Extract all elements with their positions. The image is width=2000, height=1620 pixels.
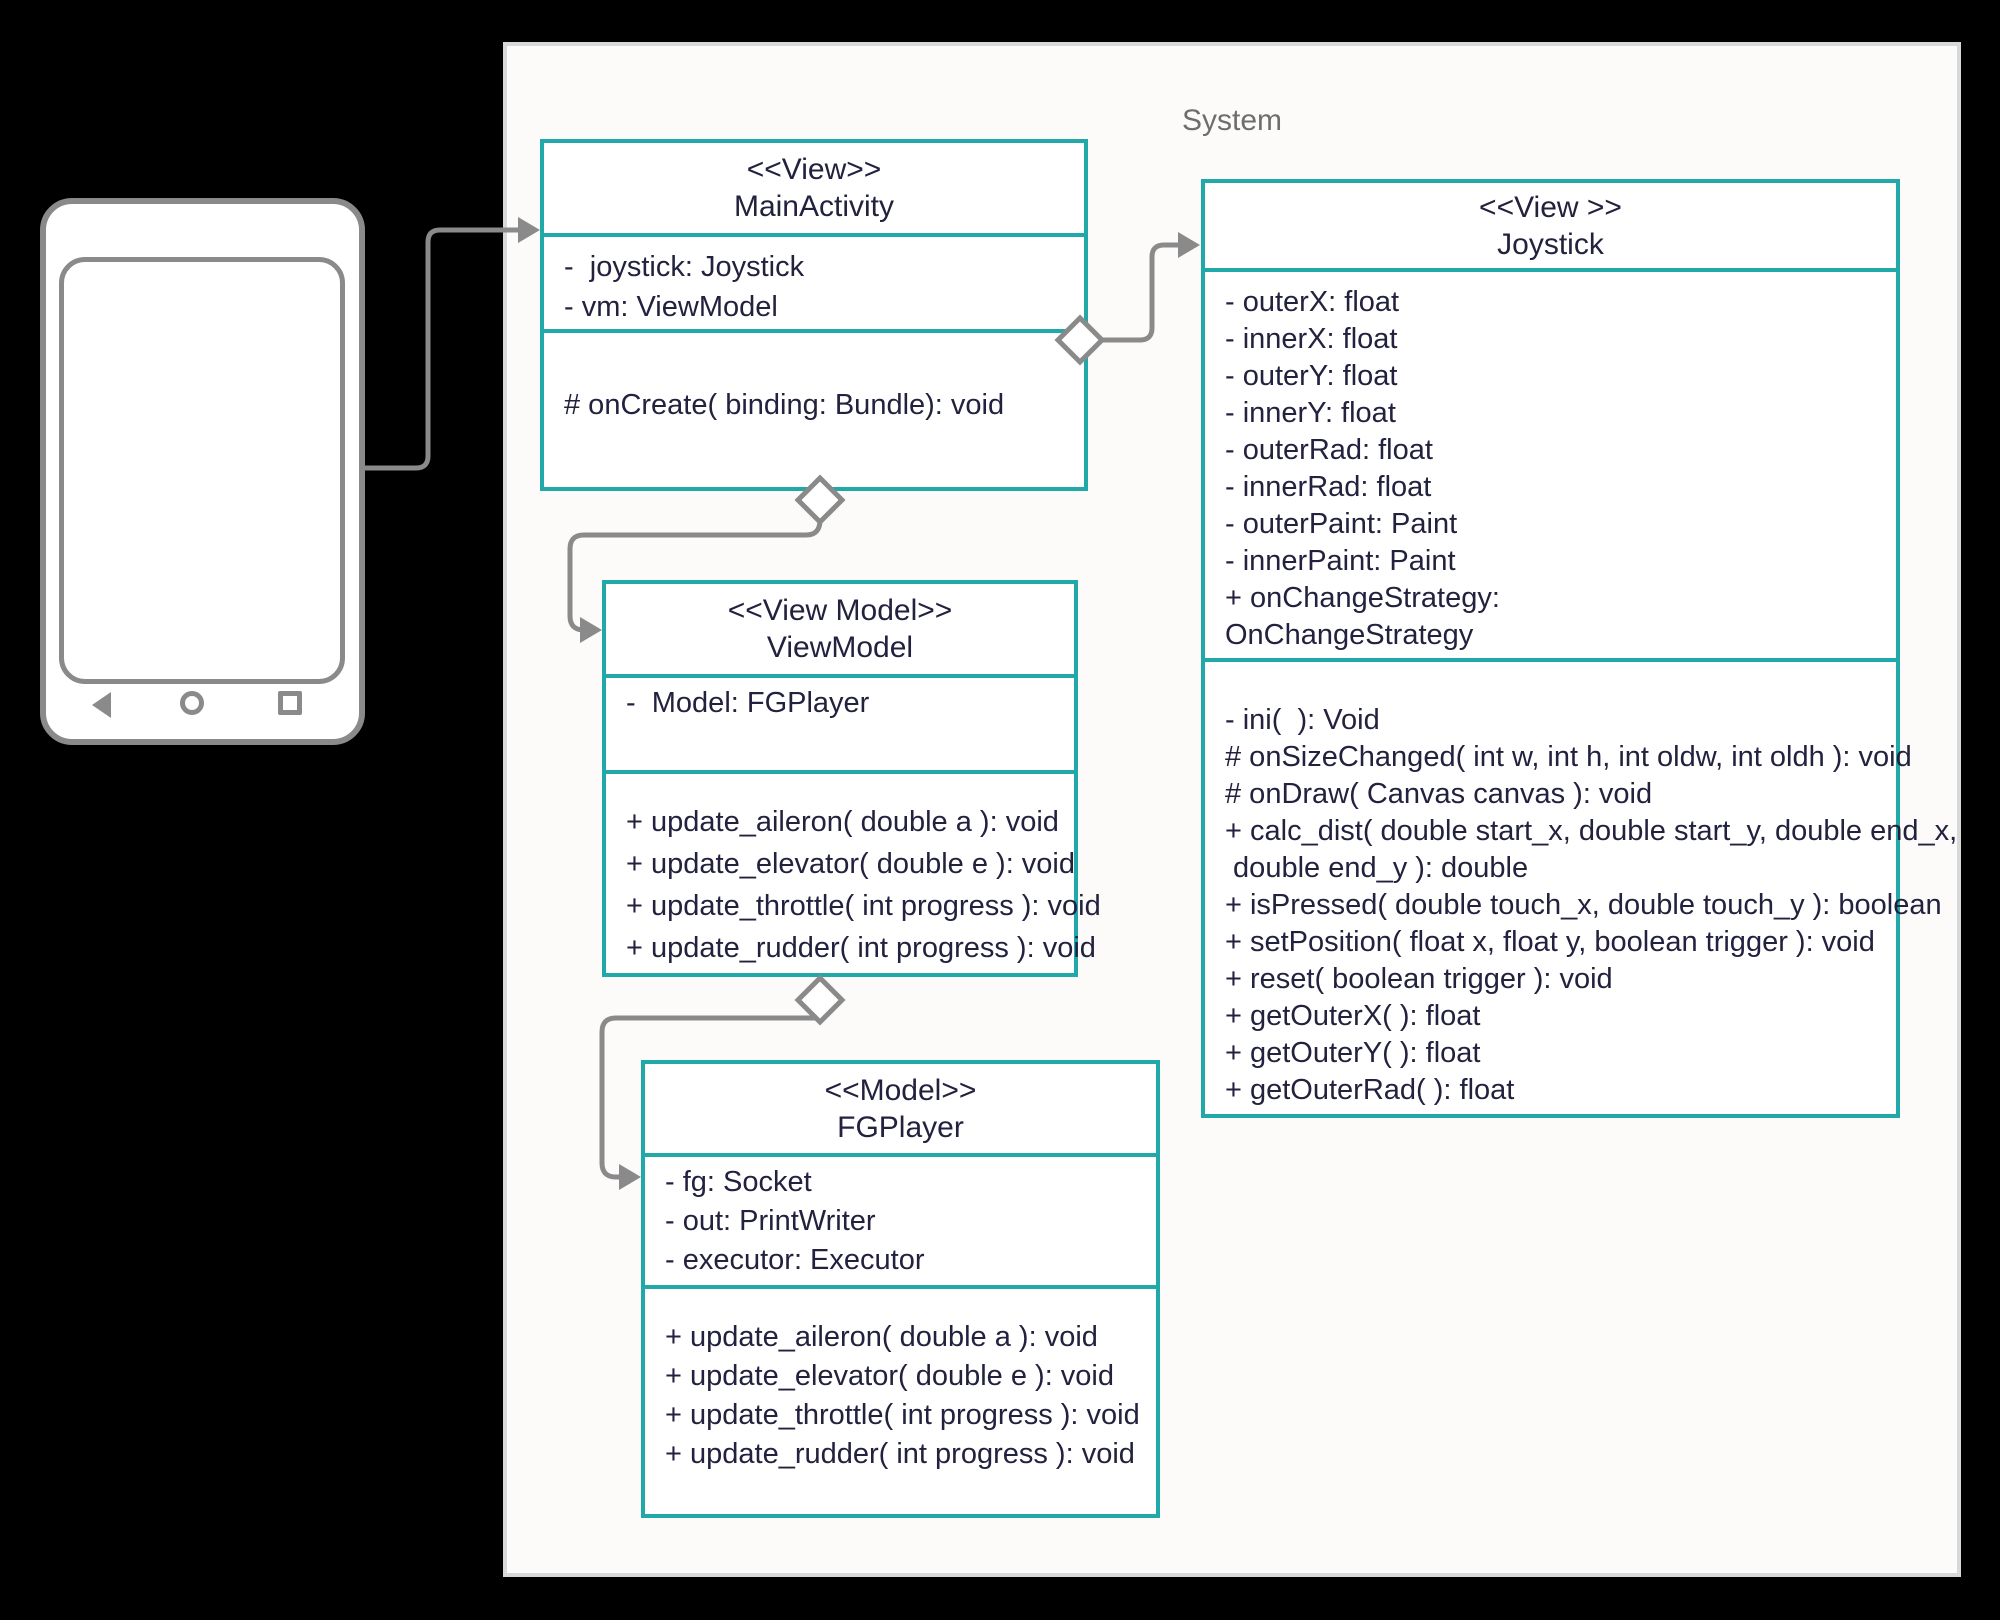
member-line: + update_aileron( double a ): void [626,806,1059,838]
class-attributes: - Model: FGPlayer [606,674,1074,770]
class-attributes: - fg: Socket - out: PrintWriter - executor… [645,1153,1156,1285]
phone-device[interactable] [40,198,365,745]
class-name: ViewModel [766,631,914,664]
class-box-viewmodel[interactable]: <<View Model>> ViewModel - Model: FGPlay… [602,580,1101,977]
class-stereotype: <<View>> [746,153,882,186]
class-name: MainActivity [733,190,895,223]
member-line: + getOuterX( ): float [1225,1000,1481,1032]
class-title-section: <<Model>> FGPlayer [645,1064,1156,1153]
member-line: OnChangeStrategy [1225,619,1474,651]
member-line: + update_throttle( int progress ): void [665,1399,1140,1431]
member-line: + update_elevator( double e ): void [626,848,1076,880]
class-title-section: <<View >> Joystick [1205,183,1896,268]
member-line: - Model: FGPlayer [626,687,870,719]
class-name: Joystick [1497,227,1604,261]
class-stereotype: <<Model>> [824,1073,977,1107]
class-attributes: - joystick: Joystick - vm: ViewModel [544,233,1084,329]
member-line: + update_rudder( int progress ): void [626,932,1096,964]
member-line: - ini( ): Void [1225,704,1380,736]
class-box-mainactivity[interactable]: <<View>> MainActivity - joystick: Joysti… [540,139,1088,491]
member-line: - innerPaint: Paint [1225,545,1456,577]
phone-screen [59,257,345,684]
member-line: - outerRad: float [1225,434,1433,466]
class-methods: # onCreate( binding: Bundle): void [544,329,1084,487]
member-line: + update_rudder( int progress ): void [665,1438,1135,1470]
recents-icon [278,691,302,715]
member-line: # onSizeChanged( int w, int h, int oldw,… [1225,741,1912,773]
connector-phone-mainactivity[interactable] [365,227,520,471]
member-line: - outerPaint: Paint [1225,508,1458,540]
back-icon [92,692,111,718]
class-name: FGPlayer [837,1110,964,1144]
class-methods: + update_aileron( double a ): void + upda… [645,1285,1156,1514]
member-line: + reset( boolean trigger ): void [1225,963,1613,995]
member-line: - joystick: Joystick [564,251,805,283]
class-methods: - ini( ): Void # onSizeChanged( int w, in… [1205,658,1958,1114]
member-line: + setPosition( float x, float y, boolean… [1225,926,1875,958]
class-stereotype: <<View >> [1479,190,1622,224]
member-line: - innerRad: float [1225,471,1432,503]
class-attributes: - outerX: float - innerX: float - outerY: … [1205,268,1896,658]
class-stereotype: <<View Model>> [727,594,953,627]
class-box-fgplayer[interactable]: <<Model>> FGPlayer - fg: Socket - out: Pr… [641,1060,1160,1518]
system-label: System [1181,104,1283,137]
member-line: - outerX: float [1225,286,1400,318]
class-title-section: <<View>> MainActivity [544,143,1084,233]
member-line: - out: PrintWriter [665,1205,876,1237]
member-line: - vm: ViewModel [564,291,778,323]
member-line: + calc_dist( double start_x, double star… [1225,815,1958,847]
member-line: + isPressed( double touch_x, double touc… [1225,889,1942,921]
phone-nav-bar [46,687,359,727]
member-line: + getOuterRad( ): float [1225,1074,1515,1106]
class-methods: + update_aileron( double a ): void + upda… [606,770,1101,973]
member-line: # onDraw( Canvas canvas ): void [1225,778,1653,810]
member-line: - innerX: float [1225,323,1398,355]
member-line: - outerY: float [1225,360,1398,392]
class-title-section: <<View Model>> ViewModel [606,584,1074,674]
member-line: # onCreate( binding: Bundle): void [564,389,1005,421]
home-icon [180,691,204,715]
member-line: + update_elevator( double e ): void [665,1360,1115,1392]
member-line: - innerY: float [1225,397,1396,429]
member-line: + getOuterY( ): float [1225,1037,1481,1069]
class-box-joystick[interactable]: <<View >> Joystick - outerX: float - inne… [1201,179,1958,1118]
member-line: - fg: Socket [665,1166,812,1198]
member-line: + update_aileron( double a ): void [665,1321,1098,1353]
member-line: double end_y ): double [1225,852,1529,884]
member-line: + onChangeStrategy: [1225,582,1500,614]
member-line: - executor: Executor [665,1244,925,1276]
member-line: + update_throttle( int progress ): void [626,890,1101,922]
